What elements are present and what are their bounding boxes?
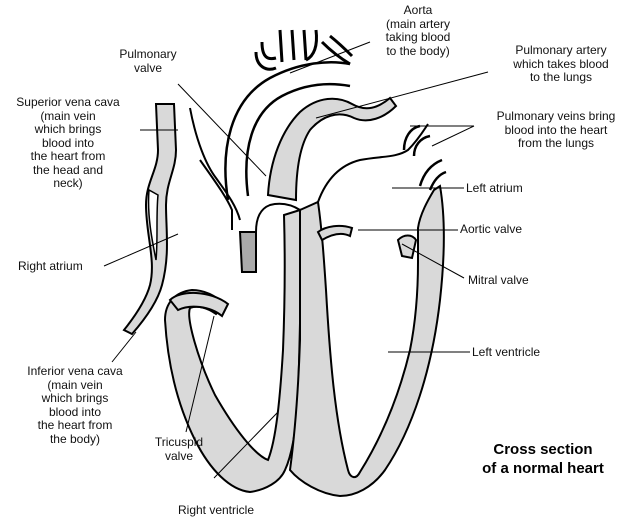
label-left-atrium: Left atrium — [466, 182, 586, 196]
left-atrium-wall — [318, 124, 428, 202]
aorta-branch-3 — [304, 30, 317, 60]
label-aorta: Aorta (main artery taking blood to the b… — [368, 4, 468, 58]
right-atrium-dark-vessel — [240, 232, 256, 272]
left-ventricle-shape — [290, 186, 444, 496]
label-aortic-valve: Aortic valve — [460, 223, 580, 237]
label-tricuspid-valve: Tricuspid valve — [142, 436, 216, 463]
pulmonary-vein-2 — [420, 160, 446, 190]
aorta-branch-2 — [280, 30, 294, 62]
label-left-ventricle: Left ventricle — [472, 346, 592, 360]
diagram-title: Cross section of a normal heart — [458, 440, 628, 478]
label-superior-vena-cava: Superior vena cava (main vein which brin… — [4, 96, 132, 191]
aortic-valve-leaflet — [318, 226, 352, 240]
aorta-branch-1 — [256, 42, 276, 69]
label-right-ventricle: Right ventricle — [156, 504, 276, 518]
label-pulmonary-artery: Pulmonary artery which takes blood to th… — [486, 44, 636, 85]
label-right-atrium: Right atrium — [18, 260, 128, 274]
aorta-branch-4 — [322, 36, 352, 64]
label-pulmonary-veins: Pulmonary veins bring blood into the hea… — [476, 110, 636, 151]
label-inferior-vena-cava: Inferior vena cava (main vein which brin… — [8, 365, 142, 446]
label-pulmonary-valve: Pulmonary valve — [112, 48, 184, 75]
label-mitral-valve: Mitral valve — [468, 274, 588, 288]
